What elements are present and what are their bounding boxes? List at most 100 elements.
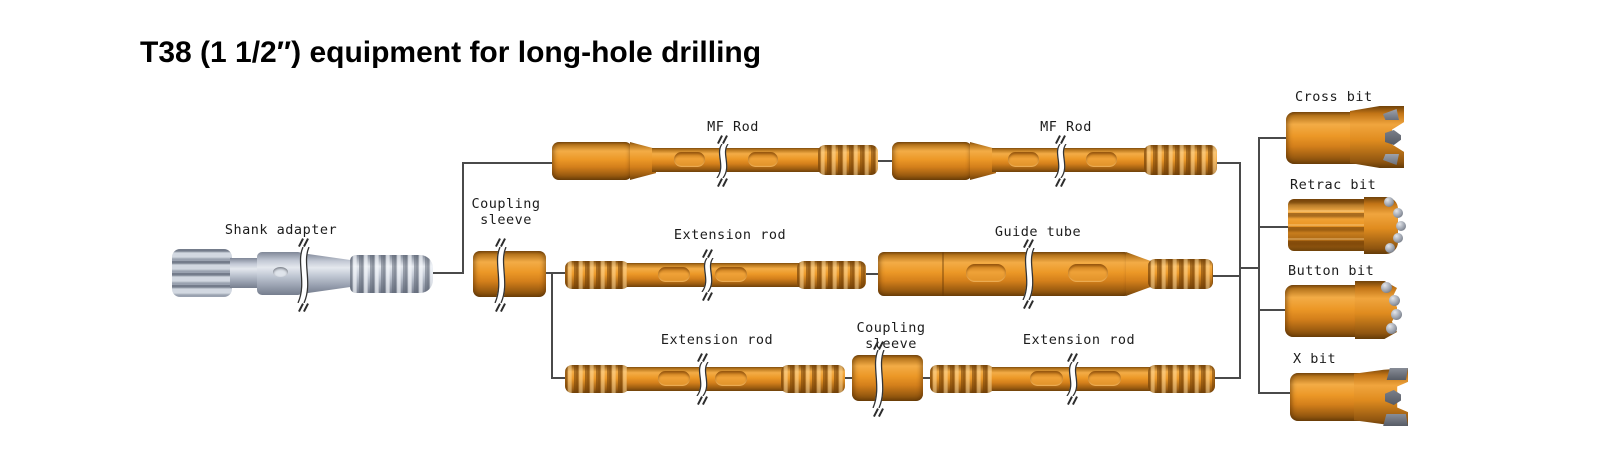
connector-line bbox=[551, 377, 566, 379]
coupling-sleeve-label: Coupling sleeve bbox=[471, 196, 541, 228]
page-title: T38 (1 1/2″) equipment for long-hole dri… bbox=[140, 36, 762, 69]
mf-rod-label: MF Rod bbox=[707, 119, 759, 135]
connector-line bbox=[462, 162, 554, 164]
rod-taper bbox=[1126, 252, 1150, 296]
break-mark bbox=[492, 238, 508, 312]
rod-taper bbox=[970, 142, 996, 180]
break-mark bbox=[699, 249, 715, 301]
connector-line bbox=[923, 377, 932, 379]
extension-rod-label: Extension rod bbox=[1022, 332, 1136, 348]
rod-flat bbox=[1008, 152, 1039, 167]
carbide-insert bbox=[1383, 109, 1399, 120]
cross-bit-label: Cross bit bbox=[1295, 89, 1373, 105]
rod-thread bbox=[1144, 145, 1217, 175]
rod-flat bbox=[674, 152, 705, 167]
guide-tube-label: Guide tube bbox=[994, 224, 1082, 240]
retrac-bit-illustration bbox=[1288, 197, 1408, 254]
rod-flat bbox=[1086, 152, 1117, 167]
button-insert bbox=[1396, 221, 1406, 231]
mf-rod-illustration bbox=[892, 140, 1218, 184]
x-bit-label: X bit bbox=[1293, 351, 1337, 367]
mf-rod-label: MF Rod bbox=[1040, 119, 1092, 135]
break-mark bbox=[1052, 135, 1068, 187]
shank-flush-hole bbox=[273, 267, 288, 277]
button-insert bbox=[1393, 208, 1403, 218]
carbide-insert bbox=[1385, 390, 1401, 405]
extension-rod-illustration bbox=[565, 259, 866, 291]
shank-shaft bbox=[230, 258, 259, 288]
guide-tube-illustration bbox=[878, 250, 1213, 298]
connector-line bbox=[551, 273, 553, 378]
button-insert bbox=[1389, 295, 1400, 306]
connector-line bbox=[866, 273, 879, 275]
carbide-insert bbox=[1385, 130, 1401, 145]
retrac-bit-label: Retrac bit bbox=[1290, 177, 1377, 193]
bit-shank bbox=[1286, 112, 1358, 164]
rod-thread bbox=[781, 365, 845, 393]
rod-female-end bbox=[892, 142, 972, 180]
connector-line bbox=[1258, 309, 1287, 311]
rod-thread bbox=[565, 261, 629, 289]
connector-line bbox=[462, 162, 464, 274]
break-mark bbox=[1064, 353, 1080, 405]
connector-line bbox=[1215, 377, 1240, 379]
connector-line bbox=[432, 272, 463, 274]
connector-line bbox=[845, 377, 854, 379]
bit-shank bbox=[1285, 285, 1361, 337]
rod-taper bbox=[630, 142, 656, 180]
coupling-sleeve-illustration bbox=[852, 355, 923, 401]
button-insert bbox=[1381, 282, 1392, 293]
shank-spline-head bbox=[172, 249, 232, 297]
bit-fluted-body bbox=[1288, 199, 1368, 251]
rod-flat bbox=[748, 152, 778, 167]
shank-thread bbox=[350, 255, 433, 293]
connector-line bbox=[1213, 275, 1240, 277]
connector-line bbox=[1239, 162, 1241, 379]
button-insert bbox=[1385, 243, 1395, 253]
connector-line bbox=[1258, 137, 1260, 394]
rod-flat bbox=[966, 264, 1006, 282]
connector-line bbox=[877, 160, 893, 162]
connector-line bbox=[1258, 226, 1290, 228]
coupling-sleeve-illustration bbox=[473, 251, 546, 297]
shank-adapter-label: Shank adapter bbox=[224, 222, 338, 238]
rod-thread bbox=[1148, 259, 1213, 289]
button-insert bbox=[1393, 233, 1403, 243]
carbide-insert bbox=[1386, 368, 1408, 380]
break-mark bbox=[295, 238, 311, 312]
rod-female-end bbox=[552, 142, 632, 180]
break-mark bbox=[870, 341, 886, 417]
button-insert bbox=[1386, 323, 1397, 334]
button-insert bbox=[1384, 197, 1394, 207]
rod-flat bbox=[715, 371, 747, 386]
tube-groove bbox=[942, 252, 944, 296]
rod-thread bbox=[1148, 365, 1215, 393]
x-bit-illustration bbox=[1290, 368, 1408, 426]
rod-thread bbox=[797, 261, 866, 289]
connector-line bbox=[1258, 137, 1288, 139]
rod-thread bbox=[818, 145, 878, 175]
break-mark bbox=[694, 353, 710, 405]
carbide-insert bbox=[1383, 154, 1399, 165]
coupling-sleeve-label: Coupling sleeve bbox=[856, 320, 926, 352]
rod-thread bbox=[565, 365, 629, 393]
extension-rod-label: Extension rod bbox=[660, 332, 774, 348]
rod-thread bbox=[930, 365, 994, 393]
break-mark bbox=[1020, 239, 1036, 309]
rod-flat bbox=[1030, 371, 1063, 386]
button-insert bbox=[1391, 309, 1402, 320]
break-mark bbox=[714, 135, 730, 187]
carbide-insert bbox=[1383, 414, 1408, 426]
button-bit-illustration bbox=[1285, 281, 1403, 339]
rod-flat bbox=[658, 371, 690, 386]
connector-line bbox=[546, 272, 566, 274]
button-bit-label: Button bit bbox=[1288, 263, 1375, 279]
rod-flat bbox=[715, 267, 747, 282]
shank-neck bbox=[301, 253, 353, 294]
rod-flat bbox=[1068, 264, 1108, 282]
rod-flat bbox=[658, 267, 690, 282]
bit-shank bbox=[1290, 373, 1364, 421]
connector-line bbox=[1258, 392, 1290, 394]
extension-rod-label: Extension rod bbox=[673, 227, 787, 243]
mf-rod-illustration bbox=[552, 140, 878, 184]
